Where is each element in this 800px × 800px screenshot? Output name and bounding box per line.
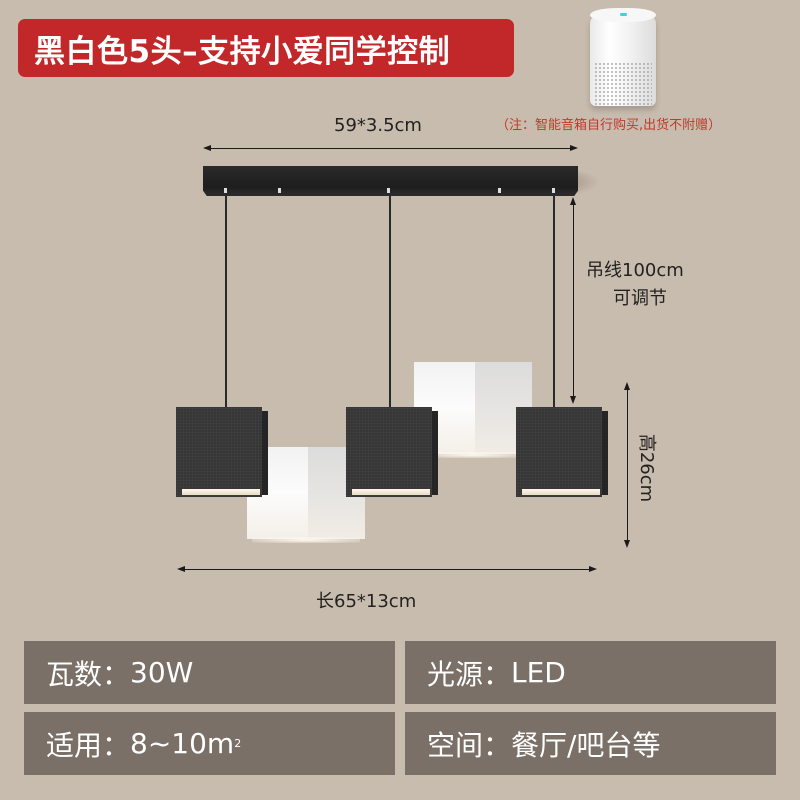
spec-value: 30W — [130, 656, 194, 689]
lamp-head-black — [176, 407, 268, 497]
spec-sup: 2 — [234, 737, 242, 750]
spec-value: 8~10m — [130, 727, 235, 760]
wire-length-label: 吊线100cm — [586, 260, 684, 281]
spec-label: 空间： — [427, 728, 512, 762]
speaker-mesh — [594, 62, 652, 106]
height-label: 高26cm — [636, 433, 657, 503]
mount-screw — [278, 188, 281, 193]
canopy-dimension-label: 59*3.5cm — [334, 115, 422, 136]
wire — [389, 193, 391, 407]
speaker-body — [590, 14, 656, 106]
arrow-left-icon — [177, 566, 185, 572]
spec-label: 光源： — [427, 657, 512, 691]
smart-speaker-icon — [590, 8, 656, 108]
lamp-head-black — [346, 407, 438, 497]
title-banner: 黑白色5头–支持小爱同学控制 — [18, 19, 514, 77]
arrow-up-icon — [624, 382, 630, 390]
arrow-right-icon — [570, 145, 578, 151]
spec-space: 空间： 餐厅/吧台等 — [405, 712, 776, 775]
arrow-up-icon — [570, 197, 576, 205]
spec-label: 瓦数： — [46, 657, 131, 691]
mount-screw — [498, 188, 501, 193]
lamp-head-black — [516, 407, 608, 497]
wire-adjustable-label: 可调节 — [613, 288, 667, 309]
canopy-dimension-line — [206, 148, 574, 149]
height-dimension-line — [627, 386, 628, 544]
length-dimension-line — [180, 569, 592, 570]
arrow-down-icon — [624, 540, 630, 548]
spec-value: 餐厅/吧台等 — [511, 728, 661, 762]
arrow-down-icon — [570, 396, 576, 404]
spec-light-source: 光源： LED — [405, 641, 776, 704]
wire-clip — [224, 188, 227, 193]
speaker-note: （注：智能音箱自行购买,出货不附赠） — [496, 118, 722, 133]
arrow-right-icon — [589, 566, 597, 572]
spec-label: 适用： — [46, 728, 131, 762]
title-text: 黑白色5头–支持小爱同学控制 — [34, 33, 451, 70]
canopy-bar — [203, 166, 578, 196]
wire — [553, 193, 555, 407]
wire-dimension-line — [573, 202, 574, 398]
arrow-left-icon — [203, 145, 211, 151]
wire-clip — [387, 188, 390, 193]
length-label: 长65*13cm — [316, 591, 417, 612]
spec-wattage: 瓦数： 30W — [24, 641, 395, 704]
spec-value: LED — [511, 656, 566, 689]
wire-clip — [552, 188, 555, 193]
speaker-led — [620, 13, 627, 16]
wire — [225, 193, 227, 407]
